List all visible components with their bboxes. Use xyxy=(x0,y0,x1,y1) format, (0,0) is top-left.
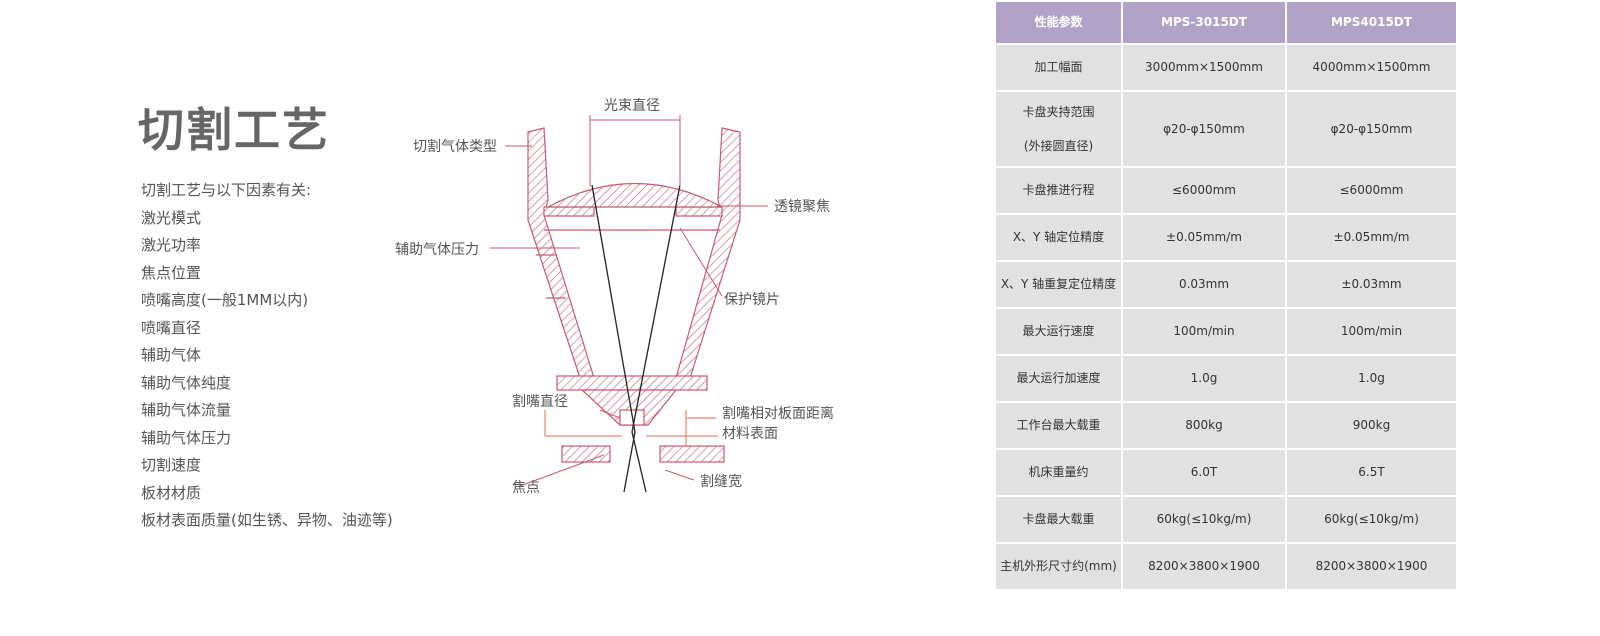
cutting-head-diagram: 光束直径 切割气体类型 透镜聚焦 辅助气体压力 保护镜片 割嘴直径 割嘴相对板面… xyxy=(395,97,834,496)
label-kerf-width: 割缝宽 xyxy=(700,473,742,490)
label-lens-focus: 透镜聚焦 xyxy=(774,199,830,215)
nozzle-flange xyxy=(556,375,708,391)
focus-lens xyxy=(547,182,723,208)
value-cell: 800kg xyxy=(1121,401,1287,450)
factor-list: 切割工艺与以下因素有关: 激光模式 激光功率 焦点位置 喷嘴高度(一般1MM以内… xyxy=(141,177,393,535)
value-cell: 100m/min xyxy=(1285,307,1458,356)
param-cell: 机床重量约 xyxy=(994,448,1123,497)
factor-item: 辅助气体纯度 xyxy=(141,373,232,392)
lens-ledge-left xyxy=(543,206,595,217)
param-cell: 加工幅面 xyxy=(994,43,1123,92)
param-cell: X、Y 轴重复定位精度 xyxy=(994,260,1123,309)
value-cell: 1.0g xyxy=(1121,354,1287,403)
value-cell: φ20-φ150mm xyxy=(1121,90,1287,168)
lens-ledge-right xyxy=(675,206,723,217)
header-param: 性能参数 xyxy=(994,0,1123,45)
param-cell: 最大运行速度 xyxy=(994,307,1123,356)
param-cell: 卡盘夹持范围 (外接圆直径) xyxy=(994,90,1123,168)
table-row: 卡盘推进行程 ≤6000mm ≤6000mm xyxy=(994,166,1458,215)
table-row: X、Y 轴定位精度 ±0.05mm/m ±0.05mm/m xyxy=(994,213,1458,262)
header-model-2: MPS4015DT xyxy=(1285,0,1458,45)
factor-item: 辅助气体压力 xyxy=(141,428,232,447)
value-cell: φ20-φ150mm xyxy=(1285,90,1458,168)
laser-beam xyxy=(591,184,681,493)
value-cell: ≤6000mm xyxy=(1285,166,1458,215)
factor-item: 辅助气体 xyxy=(141,346,202,364)
value-cell: 6.5T xyxy=(1285,448,1458,497)
value-cell: 1.0g xyxy=(1285,354,1458,403)
label-nozzle-diameter: 割嘴直径 xyxy=(512,393,568,410)
right-wall xyxy=(675,127,741,379)
value-cell: 100m/min xyxy=(1121,307,1287,356)
value-cell: 60kg(≤10kg/m) xyxy=(1285,495,1458,544)
header-model-1: MPS-3015DT xyxy=(1121,0,1287,45)
table-row: 主机外形尺寸约(mm) 8200×3800×1900 8200×3800×190… xyxy=(994,542,1458,591)
param-cell: X、Y 轴定位精度 xyxy=(994,213,1123,262)
table-row: 最大运行速度 100m/min 100m/min xyxy=(994,307,1458,356)
table-row: 机床重量约 6.0T 6.5T xyxy=(994,448,1458,497)
param-cell: 主机外形尺寸约(mm) xyxy=(994,542,1123,591)
label-focus: 焦点 xyxy=(512,480,540,496)
page-title: 切割工艺 xyxy=(138,103,330,157)
value-cell: 8200×3800×1900 xyxy=(1121,542,1287,591)
value-cell: 900kg xyxy=(1285,401,1458,450)
value-cell: 0.03mm xyxy=(1121,260,1287,309)
factor-item: 切割速度 xyxy=(141,456,202,474)
spec-table: 性能参数 MPS-3015DT MPS4015DT 加工幅面 3000mm×15… xyxy=(994,0,1458,591)
factor-item: 焦点位置 xyxy=(141,263,202,282)
label-nozzle-distance: 割嘴相对板面距离 xyxy=(722,405,834,422)
left-wall xyxy=(527,127,595,379)
factor-item: 喷嘴直径 xyxy=(141,318,202,337)
value-cell: ±0.03mm xyxy=(1285,260,1458,309)
label-protect-lens: 保护镜片 xyxy=(724,292,780,308)
table-row: 卡盘夹持范围 (外接圆直径) φ20-φ150mm φ20-φ150mm xyxy=(994,90,1458,168)
table-row: 最大运行加速度 1.0g 1.0g xyxy=(994,354,1458,403)
factor-item: 喷嘴高度(一般1MM以内) xyxy=(141,291,309,309)
workpiece-right xyxy=(659,445,725,463)
label-beam-diameter: 光束直径 xyxy=(604,97,660,114)
param-cell: 工作台最大载重 xyxy=(994,401,1123,450)
label-aux-gas-pressure: 辅助气体压力 xyxy=(395,242,479,258)
table-row: X、Y 轴重复定位精度 0.03mm ±0.03mm xyxy=(994,260,1458,309)
workpiece-left xyxy=(561,445,611,463)
value-cell: ±0.05mm/m xyxy=(1285,213,1458,262)
value-cell: 60kg(≤10kg/m) xyxy=(1121,495,1287,544)
factor-item: 辅助气体流量 xyxy=(141,401,232,419)
factor-intro: 切割工艺与以下因素有关: xyxy=(141,181,312,199)
table-row: 加工幅面 3000mm×1500mm 4000mm×1500mm xyxy=(994,43,1458,92)
param-cell: 最大运行加速度 xyxy=(994,354,1123,403)
value-cell: 3000mm×1500mm xyxy=(1121,43,1287,92)
factor-item: 激光模式 xyxy=(141,208,202,227)
label-gas-type: 切割气体类型 xyxy=(413,138,497,155)
label-material-surface: 材料表面 xyxy=(722,426,778,442)
factor-item: 板材材质 xyxy=(141,483,202,502)
factor-item: 板材表面质量(如生锈、异物、油迹等) xyxy=(141,511,393,529)
table-row: 工作台最大载重 800kg 900kg xyxy=(994,401,1458,450)
value-cell: 4000mm×1500mm xyxy=(1285,43,1458,92)
value-cell: 6.0T xyxy=(1121,448,1287,497)
param-cell: 卡盘最大载重 xyxy=(994,495,1123,544)
value-cell: 8200×3800×1900 xyxy=(1285,542,1458,591)
factor-item: 激光功率 xyxy=(141,236,202,254)
value-cell: ≤6000mm xyxy=(1121,166,1287,215)
param-cell: 卡盘推进行程 xyxy=(994,166,1123,215)
table-header-row: 性能参数 MPS-3015DT MPS4015DT xyxy=(994,0,1458,45)
value-cell: ±0.05mm/m xyxy=(1121,213,1287,262)
table-row: 卡盘最大载重 60kg(≤10kg/m) 60kg(≤10kg/m) xyxy=(994,495,1458,544)
